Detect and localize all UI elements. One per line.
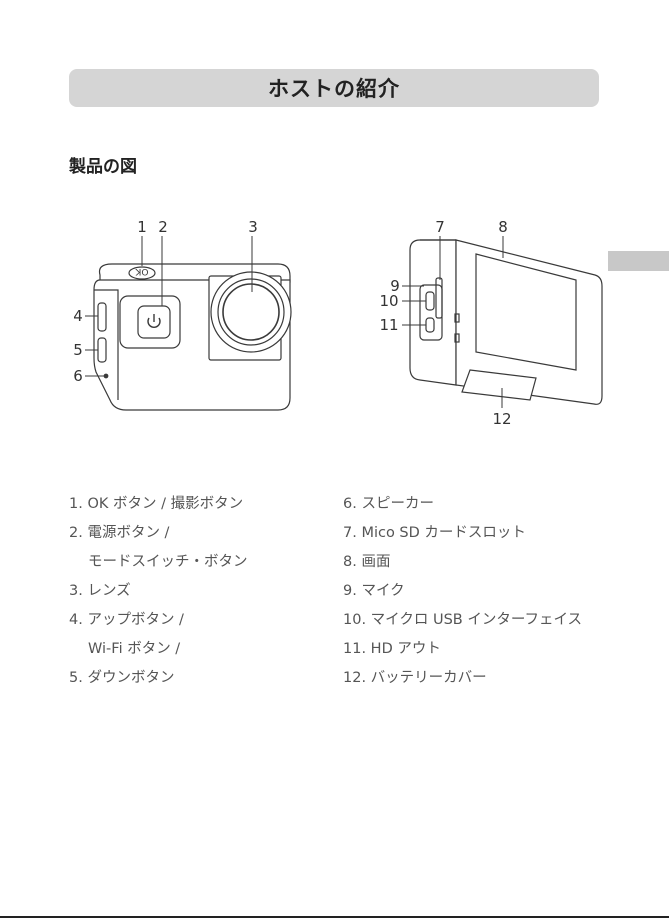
callout-4: 4 (73, 307, 83, 325)
front-camera-illustration (94, 264, 291, 410)
legend-item: 7. Mico SD カードスロット (343, 519, 582, 548)
callout-7: 7 (435, 218, 445, 236)
callout-3: 3 (248, 218, 258, 236)
legend-left-column: 1. OK ボタン / 撮影ボタン 2. 電源ボタン / モードスイッチ・ボタン… (69, 490, 248, 693)
legend-item: 1. OK ボタン / 撮影ボタン (69, 490, 248, 519)
bottom-rule (0, 916, 669, 918)
callout-6: 6 (73, 367, 83, 385)
callout-2: 2 (158, 218, 168, 236)
legend-item: 11. HD アウト (343, 635, 582, 664)
legend-item: モードスイッチ・ボタン (69, 548, 248, 577)
callout-1: 1 (137, 218, 147, 236)
legend-item: 12. バッテリーカバー (343, 664, 582, 693)
legend-item: 4. アップボタン / (69, 606, 248, 635)
legend-item: 5. ダウンボタン (69, 664, 248, 693)
svg-text:OK: OK (134, 266, 148, 276)
callout-5: 5 (73, 341, 83, 359)
back-camera-illustration (410, 240, 602, 404)
callout-8: 8 (498, 218, 508, 236)
callout-12: 12 (492, 410, 511, 428)
legend-item: 9. マイク (343, 577, 582, 606)
legend-right-column: 6. スピーカー 7. Mico SD カードスロット 8. 画面 9. マイク… (343, 490, 582, 693)
legend-item: Wi-Fi ボタン / (69, 635, 248, 664)
legend-item: 10. マイクロ USB インターフェイス (343, 606, 582, 635)
legend-item: 6. スピーカー (343, 490, 582, 519)
callout-11: 11 (379, 316, 398, 334)
callout-10: 10 (379, 292, 398, 310)
legend-item: 2. 電源ボタン / (69, 519, 248, 548)
legend-item: 3. レンズ (69, 577, 248, 606)
legend-item: 8. 画面 (343, 548, 582, 577)
